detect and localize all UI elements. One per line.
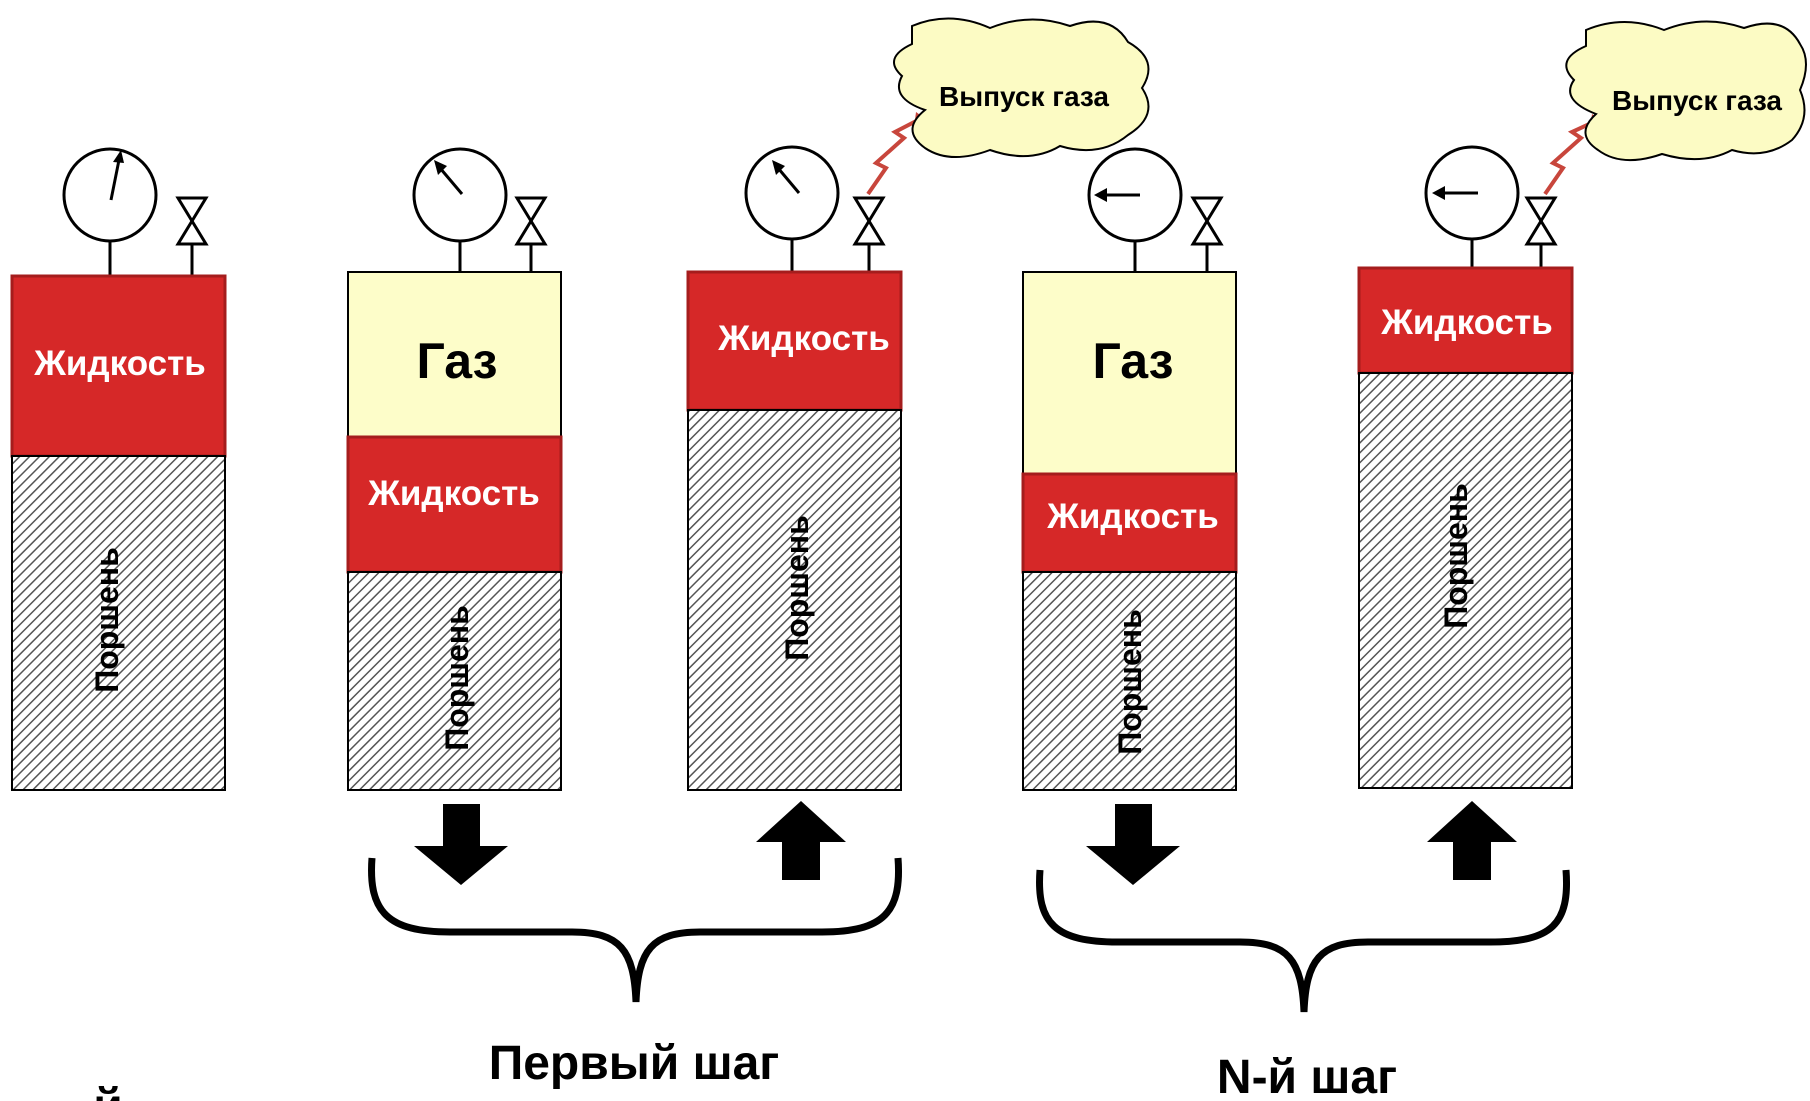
valve-icon	[175, 196, 209, 276]
lightning-arrow-icon	[1543, 118, 1599, 196]
cylinder-2: Газ Жидкость Поршень	[346, 147, 563, 791]
piston	[1022, 571, 1237, 791]
liquid-layer	[346, 435, 563, 574]
cylinder-4: Газ Жидкость Поршень	[1021, 147, 1238, 791]
gas-release-callout-1: Выпуск газа	[866, 17, 1150, 196]
liquid-label: Жидкость	[1046, 497, 1218, 536]
cylinder-3: Жидкость Поршень	[686, 145, 903, 791]
piston-label: Поршень	[779, 515, 815, 661]
arrow-down-icon	[1086, 804, 1180, 885]
cylinder-5: Жидкость Поршень	[1357, 145, 1574, 789]
pressure-gauge-icon	[412, 147, 508, 272]
cloud-callout-icon	[1565, 20, 1807, 162]
liquid-layer	[686, 270, 903, 412]
liquid-layer	[10, 274, 227, 458]
liquid-label: Жидкость	[33, 344, 205, 383]
cloud-callout-icon	[893, 17, 1150, 159]
arrow-down-icon	[414, 804, 508, 885]
piston-label: Поршень	[1438, 483, 1474, 629]
liquid-layer	[1021, 472, 1238, 574]
gas-release-callout-2: Выпуск газа	[1543, 20, 1807, 196]
valve-icon	[852, 196, 886, 272]
gas-layer	[1022, 271, 1237, 475]
liquid-layer	[1357, 266, 1574, 375]
liquid-label: Жидкость	[717, 319, 889, 358]
first-step-label: Первый шаг	[489, 1037, 780, 1090]
valve-icon	[1524, 196, 1558, 268]
piston	[347, 571, 562, 791]
gas-label: Газ	[417, 333, 498, 389]
curly-brace-icon	[1036, 869, 1571, 1013]
pressure-gauge-icon	[1424, 145, 1520, 268]
gas-release-label: Выпуск газа	[939, 81, 1109, 112]
piston	[1358, 372, 1573, 789]
arrow-up-icon	[756, 801, 846, 880]
lightning-arrow-icon	[866, 116, 923, 196]
pressure-gauge-icon	[62, 147, 158, 276]
piston	[687, 409, 902, 791]
valve-icon	[514, 196, 548, 272]
valve-icon	[1190, 196, 1224, 272]
piston	[11, 455, 226, 791]
cylinder-1: Жидкость Поршень	[10, 147, 227, 791]
gas-label: Газ	[1093, 333, 1174, 389]
pressure-gauge-icon	[744, 145, 840, 272]
piston-label: Поршень	[439, 605, 475, 751]
n-step-label: N-й шаг	[1217, 1051, 1397, 1101]
piston-label: Поршень	[1112, 609, 1148, 755]
liquid-label: Жидкость	[1380, 303, 1552, 342]
curly-brace-icon	[368, 857, 903, 1003]
partial-cropped-text: й	[93, 1080, 123, 1101]
pressure-gauge-icon	[1087, 147, 1183, 272]
piston-label: Поршень	[89, 547, 125, 693]
arrow-up-icon	[1427, 801, 1517, 880]
gas-release-label: Выпуск газа	[1612, 85, 1782, 116]
gas-layer	[347, 271, 562, 438]
liquid-label: Жидкость	[367, 474, 539, 513]
